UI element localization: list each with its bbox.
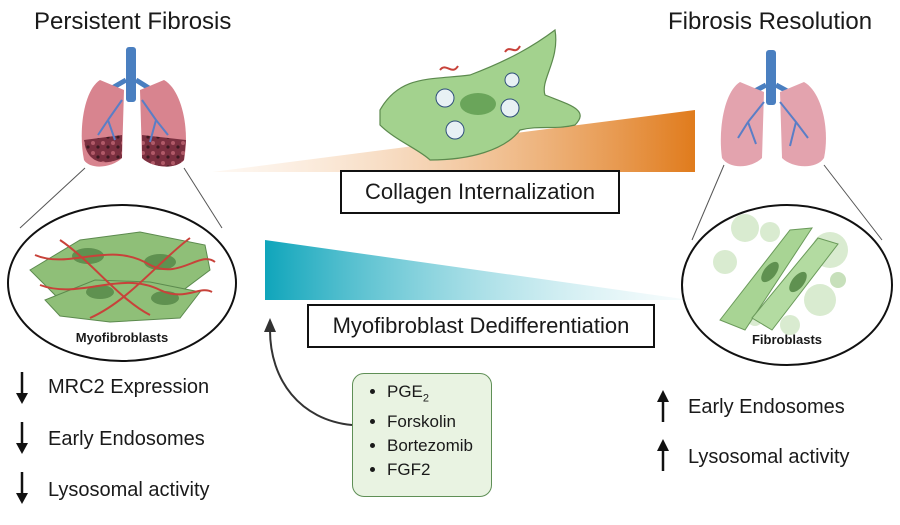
left-status-arrows: [16, 372, 28, 504]
dedifferentiation-label: Myofibroblast Dedifferentiation: [307, 304, 655, 348]
left-lysosomal-activity-text: Lysosomal activity: [48, 479, 210, 501]
myofibroblasts-label: Myofibroblasts: [75, 330, 169, 345]
fibroblast-circle: [681, 204, 893, 366]
myofibroblast-circle: [7, 204, 237, 362]
right-early-endosomes-text: Early Endosomes: [688, 396, 845, 418]
healthy-lung-icon: [720, 50, 826, 167]
treatment-list: PGE2 Forskolin Bortezomib FGF2: [373, 380, 483, 482]
treatment-pge2: PGE2: [387, 380, 483, 410]
treatment-box: PGE2 Forskolin Bortezomib FGF2: [352, 373, 492, 497]
right-lysosomal-activity-text: Lysosomal activity: [688, 446, 850, 468]
fibrotic-lung-icon: [81, 47, 186, 167]
drug-effect-arrow: [269, 329, 353, 426]
left-early-endosomes-text: Early Endosomes: [48, 428, 205, 450]
treatment-fgf2: FGF2: [387, 458, 483, 482]
left-title: Persistent Fibrosis: [34, 8, 232, 35]
right-title: Fibrosis Resolution: [668, 8, 873, 35]
treatment-forskolin: Forskolin: [387, 410, 483, 434]
dediff-gradient-wedge: [265, 240, 690, 300]
right-status-arrows: [657, 390, 669, 471]
collagen-cell-illustration: [379, 28, 581, 161]
treatment-bortezomib: Bortezomib: [387, 434, 483, 458]
collagen-internalization-label: Collagen Internalization: [340, 170, 620, 214]
fibroblasts-label: Fibroblasts: [751, 332, 823, 347]
mrc2-expression-text: MRC2 Expression: [48, 376, 210, 398]
